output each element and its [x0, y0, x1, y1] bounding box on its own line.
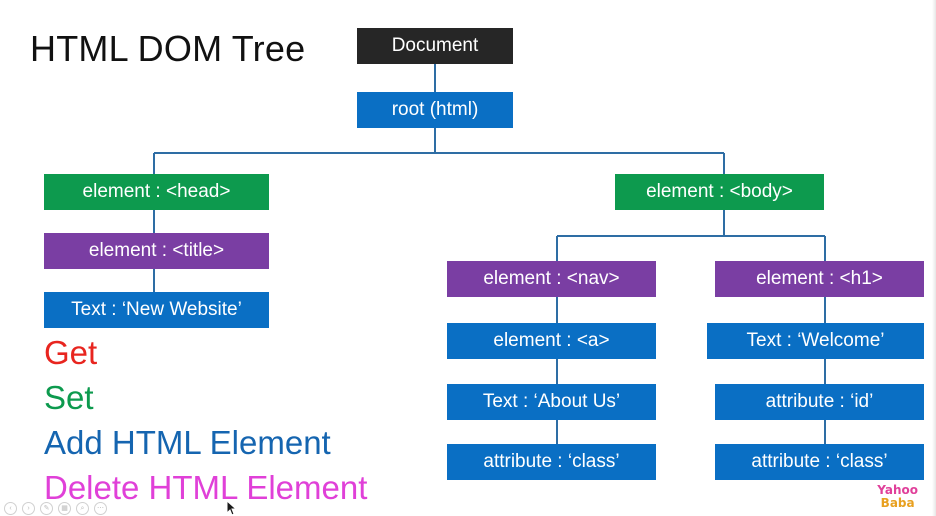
- prev-icon[interactable]: ‹: [4, 502, 17, 515]
- node-root: root (html): [357, 92, 513, 128]
- action-add: Add HTML Element: [44, 424, 331, 461]
- node-text-new-website: Text : ‘New Website’: [44, 292, 269, 328]
- next-icon[interactable]: ›: [22, 502, 35, 515]
- node-a: element : <a>: [447, 323, 656, 359]
- node-document: Document: [357, 28, 513, 64]
- yahoo-baba-logo: Yahoo Baba: [877, 484, 918, 510]
- presentation-toolbar[interactable]: ‹ › ✎ ▦ ⌕ ⋯: [0, 502, 107, 516]
- logo-line2: Baba: [880, 496, 915, 510]
- node-attr-id: attribute : ‘id’: [715, 384, 924, 420]
- node-attr-class-nav: attribute : ‘class’: [447, 444, 656, 480]
- node-head: element : <head>: [44, 174, 269, 210]
- action-get: Get: [44, 334, 98, 371]
- logo-line1: Yahoo: [877, 483, 918, 497]
- node-attr-class-h1: attribute : ‘class’: [715, 444, 924, 480]
- pen-icon[interactable]: ✎: [40, 502, 53, 515]
- slide-edge: [932, 0, 936, 516]
- node-title: element : <title>: [44, 233, 269, 269]
- action-set: Set: [44, 379, 94, 416]
- slides-icon[interactable]: ▦: [58, 502, 71, 515]
- node-h1: element : <h1>: [715, 261, 924, 297]
- node-text-about-us: Text : ‘About Us’: [447, 384, 656, 420]
- more-icon[interactable]: ⋯: [94, 502, 107, 515]
- node-nav: element : <nav>: [447, 261, 656, 297]
- zoom-icon[interactable]: ⌕: [76, 502, 89, 515]
- node-text-welcome: Text : ‘Welcome’: [707, 323, 924, 359]
- page-title: HTML DOM Tree: [30, 28, 306, 69]
- action-delete: Delete HTML Element: [44, 469, 368, 506]
- node-body: element : <body>: [615, 174, 824, 210]
- mouse-cursor-icon: [226, 500, 238, 516]
